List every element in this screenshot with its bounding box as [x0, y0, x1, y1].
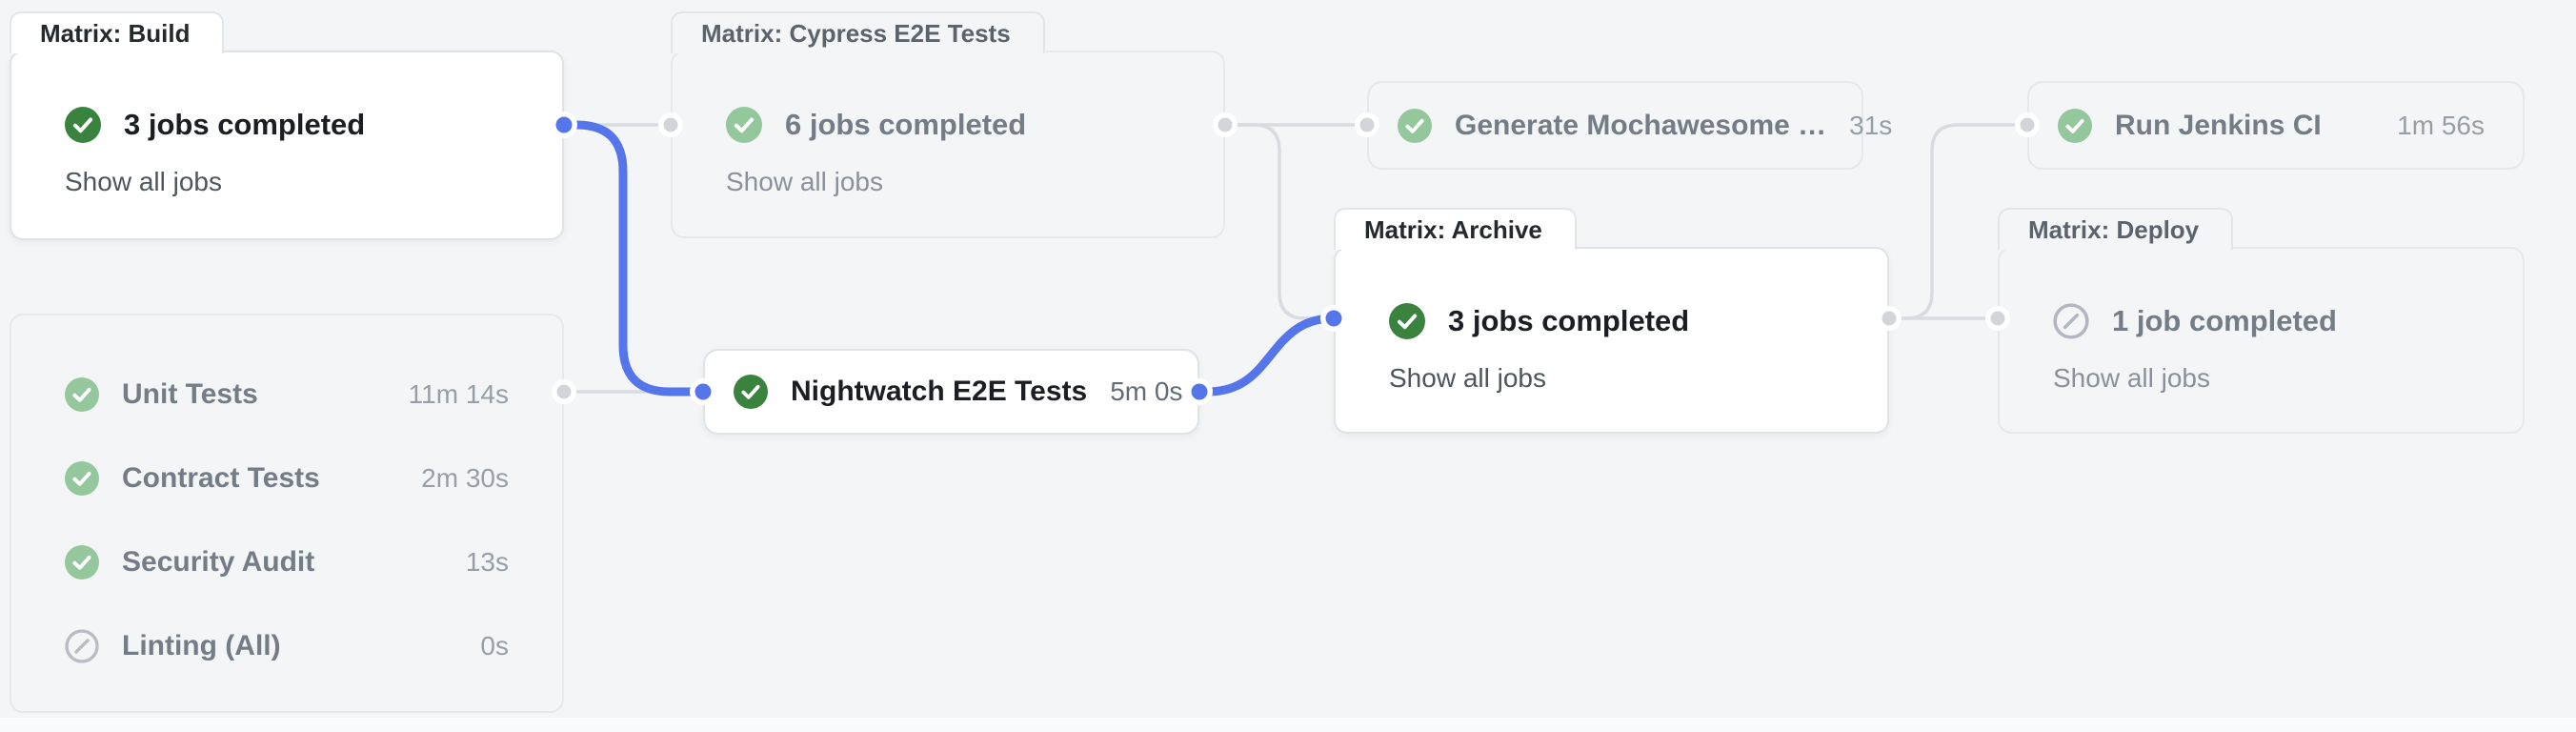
- success-icon: [65, 377, 99, 412]
- matrix-cypress-tab-label: Matrix: Cypress E2E Tests: [701, 18, 1011, 48]
- job-mochawesome-pill[interactable]: Generate Mochawesome … 31s: [1367, 81, 1892, 170]
- success-icon: [1389, 303, 1425, 339]
- job-duration: 0s: [480, 631, 509, 661]
- job-name: Generate Mochawesome …: [1455, 109, 1827, 141]
- edge-cypress-archive: [1225, 123, 1334, 320]
- card-title: 6 jobs completed: [785, 108, 1027, 141]
- job-row-linting[interactable]: Linting (All) 0s: [65, 604, 509, 688]
- matrix-archive-tab-label: Matrix: Archive: [1364, 214, 1542, 244]
- show-all-jobs-link[interactable]: Show all jobs: [726, 167, 883, 196]
- job-duration: 1m 56s: [2397, 110, 2485, 140]
- matrix-build-tab-label: Matrix: Build: [40, 18, 191, 48]
- success-icon: [734, 375, 768, 409]
- card-title: 3 jobs completed: [124, 108, 366, 141]
- card-title: 3 jobs completed: [1448, 304, 1690, 337]
- job-duration: 31s: [1849, 110, 1893, 140]
- job-name: Linting (All): [122, 630, 281, 661]
- show-all-jobs-link[interactable]: Show all jobs: [1389, 363, 1546, 393]
- matrix-deploy-card[interactable]: Matrix: Deploy 1 job completed Show all …: [1998, 208, 2525, 434]
- success-icon: [65, 461, 99, 496]
- matrix-deploy-tab: Matrix: Deploy: [1998, 208, 2234, 250]
- job-duration: 2m 30s: [421, 463, 509, 493]
- page-bottom-strip: [0, 718, 2576, 732]
- matrix-deploy-tab-label: Matrix: Deploy: [2028, 214, 2200, 244]
- job-name: Nightwatch E2E Tests: [791, 376, 1088, 407]
- job-row-contract-tests[interactable]: Contract Tests 2m 30s: [65, 437, 509, 520]
- success-icon: [2058, 108, 2092, 143]
- job-name: Contract Tests: [122, 462, 320, 494]
- job-duration: 5m 0s: [1110, 376, 1183, 406]
- job-row-unit-tests[interactable]: Unit Tests 11m 14s: [65, 353, 509, 437]
- edge-nightwatch-archive: [1199, 314, 1335, 396]
- success-icon: [726, 107, 762, 143]
- show-all-jobs-link[interactable]: Show all jobs: [2053, 363, 2210, 393]
- job-row-security-audit[interactable]: Security Audit 13s: [65, 520, 509, 604]
- job-duration: 11m 14s: [408, 379, 509, 409]
- job-name: Security Audit: [122, 546, 315, 578]
- card-title: 1 job completed: [2112, 304, 2337, 337]
- success-icon: [1398, 108, 1432, 143]
- job-name: Unit Tests: [122, 378, 258, 410]
- matrix-cypress-card[interactable]: Matrix: Cypress E2E Tests 6 jobs complet…: [671, 11, 1225, 238]
- matrix-archive-tab: Matrix: Archive: [1334, 208, 1577, 250]
- job-nightwatch-pill[interactable]: Nightwatch E2E Tests 5m 0s: [703, 349, 1199, 435]
- jobs-group-card[interactable]: Unit Tests 11m 14s Contract Tests 2m 30s…: [10, 314, 564, 713]
- show-all-jobs-link[interactable]: Show all jobs: [65, 167, 222, 196]
- success-icon: [65, 107, 101, 143]
- success-icon: [65, 545, 99, 580]
- job-jenkins-pill[interactable]: Run Jenkins CI 1m 56s: [2027, 81, 2525, 170]
- matrix-build-tab: Matrix: Build: [10, 11, 225, 53]
- matrix-build-card[interactable]: Matrix: Build 3 jobs completed Show all …: [10, 11, 564, 240]
- matrix-archive-card[interactable]: Matrix: Archive 3 jobs completed Show al…: [1334, 208, 1889, 434]
- skipped-icon: [65, 629, 99, 663]
- job-duration: 13s: [465, 547, 509, 577]
- matrix-cypress-tab: Matrix: Cypress E2E Tests: [671, 11, 1045, 53]
- skipped-icon: [2053, 303, 2089, 339]
- job-name: Run Jenkins CI: [2115, 109, 2322, 141]
